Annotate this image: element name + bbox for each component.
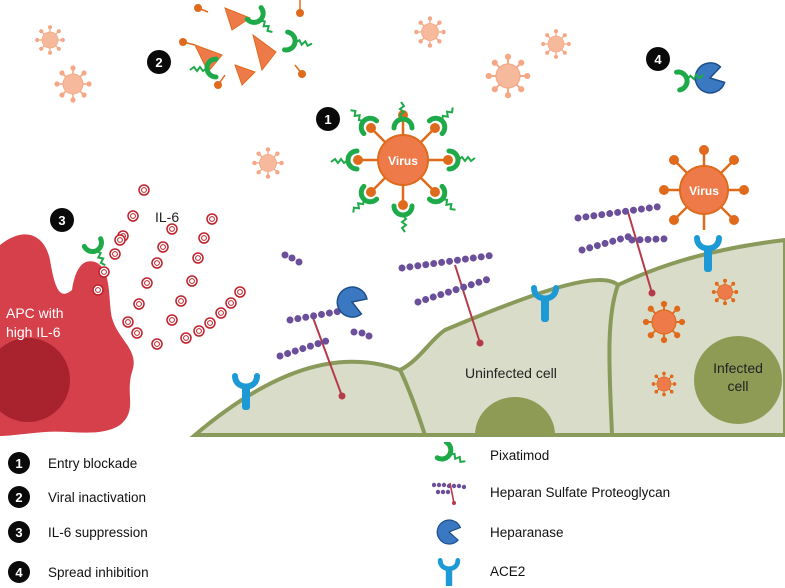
hspg-cluster [276,203,668,400]
free-virus-particles [34,15,572,180]
svg-text:3: 3 [58,213,65,228]
infected-cell-nucleus [694,336,782,424]
il6-label: IL-6 [155,209,179,225]
cell-nucleus [475,397,555,435]
virus-label-infected: Virus [689,184,719,198]
legend-item-entry-blockade: 1 Entry blockade [8,452,137,474]
apc-label-line1: APC with [6,305,64,321]
svg-text:2: 2 [155,55,162,70]
inactivated-virus-fragments [179,0,313,89]
pixatimod-icon [432,442,466,468]
legend-number: 4 [8,561,30,583]
virus-on-infected-cell [659,145,749,230]
legend-item-pixatimod: Pixatimod [432,442,549,468]
ace2-icon [432,558,466,584]
legend-item-viral-inactivation: 2 Viral inactivation [8,486,146,508]
legend-number: 3 [8,521,30,543]
uninfected-cell-membrane [189,237,785,437]
legend-item-heparanase: Heparanase [432,519,564,545]
svg-text:4: 4 [654,52,662,67]
legend-text: Pixatimod [490,447,550,463]
step-marker-4: 4 [646,47,670,71]
legend-item-spread-inhibition: 4 Spread inhibition [8,561,149,583]
infected-cell-label-line1: Infected [713,360,763,376]
legend-text: Entry blockade [48,455,138,471]
legend-text: Spread inhibition [48,564,149,580]
legend-text: Heparan Sulfate Proteoglycan [490,484,671,500]
legend-item-il6-suppression: 3 IL-6 suppression [8,521,148,543]
legend-text: Viral inactivation [48,489,147,505]
legend-item-ace2: ACE2 [432,558,525,584]
infected-cell-label-line2: cell [727,378,748,394]
heparan-sulfate-proteoglycan-icon [432,479,466,505]
step-marker-3: 3 [50,208,74,232]
heparanase-icon [432,519,466,545]
legend-number: 2 [8,486,30,508]
apc-label-line2: high IL-6 [6,324,61,340]
legend-text: Heparanase [490,524,564,540]
step-marker-2: 2 [147,50,171,74]
step-marker-1: 1 [316,107,340,131]
svg-text:1: 1 [324,112,331,127]
virus-label: Virus [388,154,418,168]
apc-nucleus [0,338,70,422]
virus-with-pixatimod [331,102,475,232]
legend-item-hspg: Heparan Sulfate Proteoglycan [432,479,670,505]
legend-text: IL-6 suppression [48,524,148,540]
uninfected-cell-label: Uninfected cell [465,365,557,381]
legend-number: 1 [8,452,30,474]
virus-in-infected-cell [641,299,687,345]
legend-text: ACE2 [490,563,526,579]
